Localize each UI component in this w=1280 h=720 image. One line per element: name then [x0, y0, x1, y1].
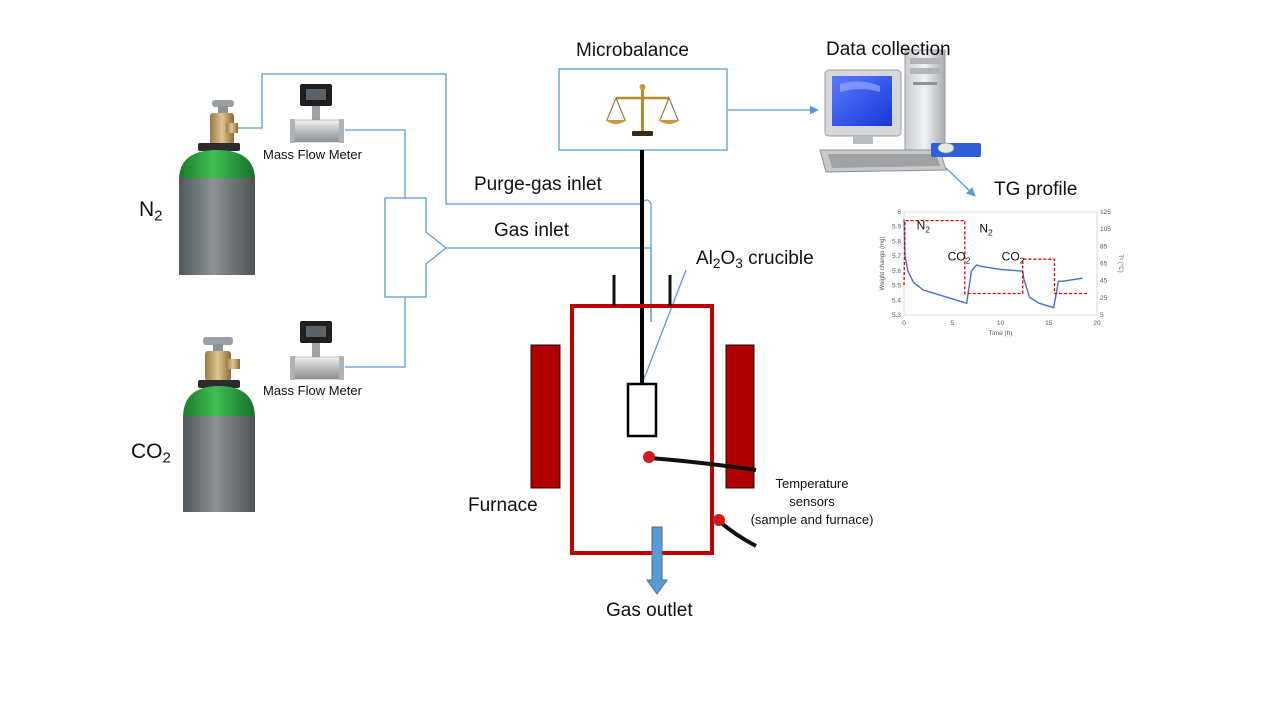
chart-plot-area	[903, 211, 1098, 316]
co2-to-mixer-line	[345, 297, 406, 368]
y-tick-label: 5.8	[892, 238, 901, 245]
gas-outlet-label: Gas outlet	[606, 600, 693, 621]
x-tick-label: 5	[950, 320, 954, 327]
y2-tick-label: 65	[1100, 261, 1108, 268]
temperature-series-line	[903, 219, 1088, 295]
gas-lines	[238, 73, 976, 398]
y-tick-label: 5.7	[892, 253, 901, 260]
y-tick-label: 6	[897, 209, 901, 216]
y-axis-label: Weight change (mg)	[880, 237, 886, 291]
heater-right	[725, 344, 755, 489]
sample-temp-sensor	[649, 456, 757, 472]
y-tick-label: 5.9	[892, 224, 901, 231]
purge-gas-inlet-label: Purge-gas inlet	[474, 174, 602, 195]
mass-flow-meter-bottom	[290, 321, 344, 380]
chart-annotation: N2	[917, 219, 931, 235]
chart-annotation: N2	[979, 222, 993, 238]
temperature-sensors-label: Temperature sensors (sample and furnace)	[750, 476, 874, 527]
tg-profile-label: TG profile	[994, 179, 1078, 200]
mass-flow-meter-top	[290, 84, 344, 143]
x-axis-label: Time (h)	[989, 330, 1013, 337]
y-tick-label: 5.5	[892, 283, 901, 290]
y2-tick-label: 45	[1100, 278, 1108, 285]
mass-flow-meter-bottom-label: Mass Flow Meter	[263, 383, 362, 398]
data-collection-label: Data collection	[826, 39, 951, 60]
chart-annotation: CO2	[1002, 250, 1025, 266]
crucible-label: Al2O3 crucible	[696, 248, 814, 272]
crucible	[626, 382, 658, 438]
y-tick-label: 5.3	[892, 312, 901, 319]
x-tick-label: 20	[1093, 320, 1101, 327]
scale-icon	[605, 84, 680, 136]
crucible-pointer	[636, 269, 687, 398]
y-tick-label: 5.4	[892, 297, 901, 304]
mass-flow-meter-top-label: Mass Flow Meter	[263, 147, 362, 162]
n2-to-mixer-line	[345, 129, 406, 198]
x-tick-label: 15	[1045, 320, 1053, 327]
furnace-label: Furnace	[468, 495, 538, 516]
co2-cylinder	[183, 337, 255, 512]
n2-cylinder	[179, 100, 255, 275]
y2-tick-label: 105	[1100, 226, 1111, 233]
gas-inlet-line	[446, 247, 652, 322]
chart-annotation: CO2	[948, 250, 971, 266]
weight-series-line	[903, 219, 1083, 309]
microbalance-label: Microbalance	[576, 40, 689, 61]
x-tick-label: 0	[902, 320, 906, 327]
x-tick-label: 10	[997, 320, 1005, 327]
gas-inlet-label: Gas inlet	[494, 220, 569, 241]
y-tick-label: 5.6	[892, 268, 901, 275]
y2-axis-label: Tᶜ (°C)	[1117, 254, 1123, 272]
computer-icon	[819, 49, 981, 173]
heater-left	[530, 344, 561, 489]
y2-tick-label: 125	[1100, 209, 1111, 216]
purge-gas-line	[238, 73, 640, 205]
furnace	[530, 275, 757, 555]
gas-outlet-arrow	[646, 526, 668, 595]
y2-tick-label: 85	[1100, 243, 1108, 250]
furnace-chamber	[570, 304, 714, 555]
y2-tick-label: 25	[1100, 295, 1108, 302]
co2-label: CO2	[131, 440, 171, 467]
y2-tick-label: 5	[1100, 312, 1104, 319]
n2-label: N2	[139, 198, 163, 225]
gas-mixer	[384, 197, 448, 298]
computer-to-tg-arrow	[945, 167, 976, 197]
